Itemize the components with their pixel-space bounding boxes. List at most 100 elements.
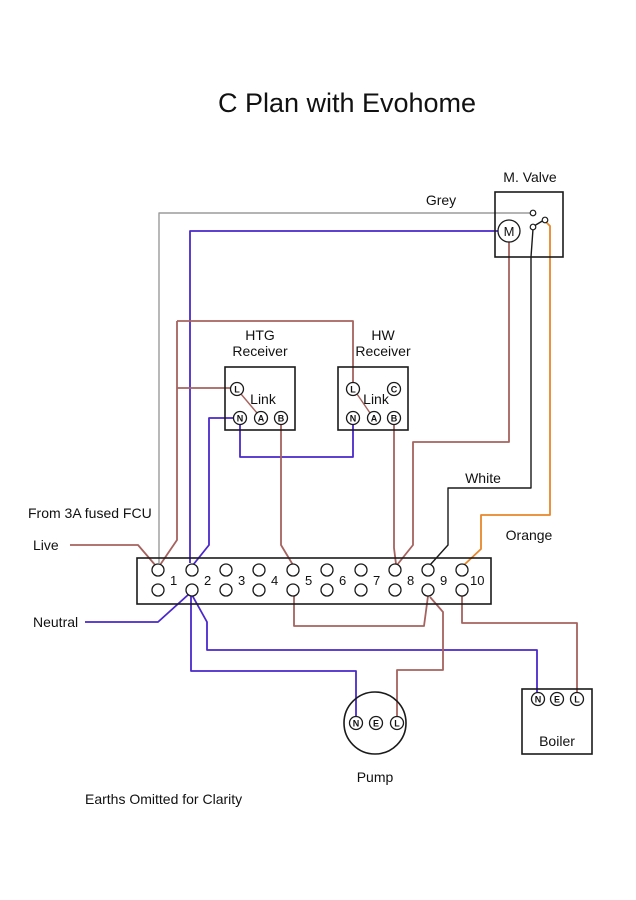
strip-terminal-10-top bbox=[455, 563, 469, 577]
hw-receiver-label-line2: Receiver bbox=[355, 343, 411, 359]
hw-terminal-l-letter: L bbox=[350, 385, 356, 395]
from-fcu-label: From 3A fused FCU bbox=[28, 505, 152, 521]
terminal-strip-box bbox=[136, 557, 492, 605]
htg-terminal-n bbox=[232, 410, 248, 426]
strip-terminal-10-bottom bbox=[455, 583, 469, 597]
strip-terminal-1-top bbox=[151, 563, 165, 577]
boiler: N E L Boiler bbox=[521, 688, 593, 755]
strip-terminal-2-bottom bbox=[185, 583, 199, 597]
htg-receiver-label-line2: Receiver bbox=[232, 343, 288, 359]
pump-label: Pump bbox=[357, 769, 394, 785]
boiler-terminal-l-letter: L bbox=[574, 695, 580, 705]
boiler-terminal-n-letter: N bbox=[535, 695, 542, 705]
strip-terminal-2-top bbox=[185, 563, 199, 577]
hw-terminal-c bbox=[386, 381, 402, 397]
strip-terminal-6-bottom bbox=[320, 583, 334, 597]
terminal-number-3: 3 bbox=[238, 573, 245, 588]
grey-wire-valve-to-terminal1 bbox=[158, 212, 530, 563]
boiler-live-wire bbox=[461, 596, 578, 692]
live-feed-wire-to-hw-l bbox=[177, 320, 354, 382]
live-feed-wire-terminal1-riser bbox=[159, 321, 178, 566]
boiler-neutral-wire bbox=[191, 594, 538, 692]
htg-terminal-a bbox=[253, 410, 269, 426]
htg-link-label: Link bbox=[250, 391, 277, 407]
terminal-number-2: 2 bbox=[204, 573, 211, 588]
grey-wire-label: Grey bbox=[426, 192, 456, 208]
htg-receiver-box bbox=[224, 366, 296, 431]
htg-terminal-l-letter: L bbox=[234, 385, 240, 395]
boiler-terminal-n bbox=[530, 691, 546, 707]
strip-terminal-9-top bbox=[421, 563, 435, 577]
valve-box bbox=[494, 191, 564, 258]
strip-terminal-5-bottom bbox=[286, 583, 300, 597]
strip-terminal-3-top bbox=[219, 563, 233, 577]
hw-terminal-a-letter: A bbox=[371, 414, 378, 424]
neutral-label: Neutral bbox=[33, 614, 78, 630]
htg-terminal-l bbox=[229, 381, 245, 397]
pump-body-circle bbox=[343, 691, 407, 755]
hw-link-wire bbox=[356, 393, 371, 414]
live-label-wire bbox=[70, 544, 157, 567]
valve-switch-common-contact bbox=[529, 223, 537, 231]
boiler-box bbox=[521, 688, 593, 755]
valve-switch-orange-contact bbox=[541, 216, 549, 224]
blue-wire-valve-to-terminal2 bbox=[189, 230, 498, 563]
htg-receiver-label-line1: HTG bbox=[245, 327, 275, 343]
htg-b-wire-to-terminal5 bbox=[280, 424, 294, 566]
valve-motor-letter: M bbox=[504, 224, 515, 239]
htg-terminal-b bbox=[273, 410, 289, 426]
htg-terminal-b-letter: B bbox=[278, 414, 285, 424]
strip-terminal-3-bottom bbox=[219, 583, 233, 597]
boiler-terminal-e-letter: E bbox=[554, 695, 560, 705]
hw-terminal-l bbox=[345, 381, 361, 397]
pump-neutral-wire bbox=[190, 596, 357, 716]
neutral-link-htg-to-hw bbox=[239, 424, 354, 458]
pump: N E L Pump bbox=[343, 691, 407, 785]
orange-wire-label: Orange bbox=[506, 527, 553, 543]
live-label: Live bbox=[33, 537, 59, 553]
strip-terminal-1-bottom bbox=[151, 583, 165, 597]
strip-terminal-6-top bbox=[320, 563, 334, 577]
strip-terminal-4-bottom bbox=[252, 583, 266, 597]
pump-terminal-e bbox=[368, 715, 384, 731]
boiler-terminal-e bbox=[549, 691, 565, 707]
boiler-label: Boiler bbox=[539, 733, 575, 749]
hw-terminal-n-letter: N bbox=[350, 414, 357, 424]
terminal-number-8: 8 bbox=[407, 573, 414, 588]
pump-terminal-n-letter: N bbox=[353, 719, 360, 729]
terminal-number-1: 1 bbox=[170, 573, 177, 588]
hw-b-wire-to-terminal8 bbox=[393, 424, 397, 565]
pump-terminal-n bbox=[348, 715, 364, 731]
boiler-terminal-l bbox=[569, 691, 585, 707]
hw-terminal-b bbox=[386, 410, 402, 426]
terminal-number-10: 10 bbox=[470, 573, 484, 588]
page-title: C Plan with Evohome bbox=[218, 88, 476, 118]
strip-terminal-8-bottom bbox=[388, 583, 402, 597]
earths-footnote: Earths Omitted for Clarity bbox=[85, 791, 242, 807]
terminal-number-7: 7 bbox=[373, 573, 380, 588]
strip-terminal-5-top bbox=[286, 563, 300, 577]
hw-terminal-n bbox=[345, 410, 361, 426]
hw-receiver: HW Receiver Link L C N A B bbox=[337, 327, 411, 431]
terminal-number-6: 6 bbox=[339, 573, 346, 588]
valve-label: M. Valve bbox=[503, 169, 557, 185]
htg-neutral-wire-to-terminal2 bbox=[192, 417, 233, 566]
pump-terminal-l-letter: L bbox=[394, 719, 400, 729]
terminal-number-9: 9 bbox=[440, 573, 447, 588]
hw-receiver-label-line1: HW bbox=[371, 327, 395, 343]
strip-terminal-7-top bbox=[354, 563, 368, 577]
pump-terminal-l bbox=[389, 715, 405, 731]
mid-position-valve: M. Valve M bbox=[494, 169, 564, 258]
jumper-terminal5-to-terminal9 bbox=[293, 595, 429, 627]
htg-receiver: HTG Receiver Link L N A B bbox=[224, 327, 296, 431]
hw-terminal-c-letter: C bbox=[391, 385, 398, 395]
terminal-number-5: 5 bbox=[305, 573, 312, 588]
htg-link-wire bbox=[240, 393, 258, 414]
strip-terminal-4-top bbox=[252, 563, 266, 577]
hw-terminal-b-letter: B bbox=[391, 414, 398, 424]
htg-terminal-a-letter: A bbox=[258, 414, 265, 424]
valve-motor-circle bbox=[497, 219, 521, 243]
orange-wire-valve-switch-to-terminal10 bbox=[463, 221, 551, 566]
